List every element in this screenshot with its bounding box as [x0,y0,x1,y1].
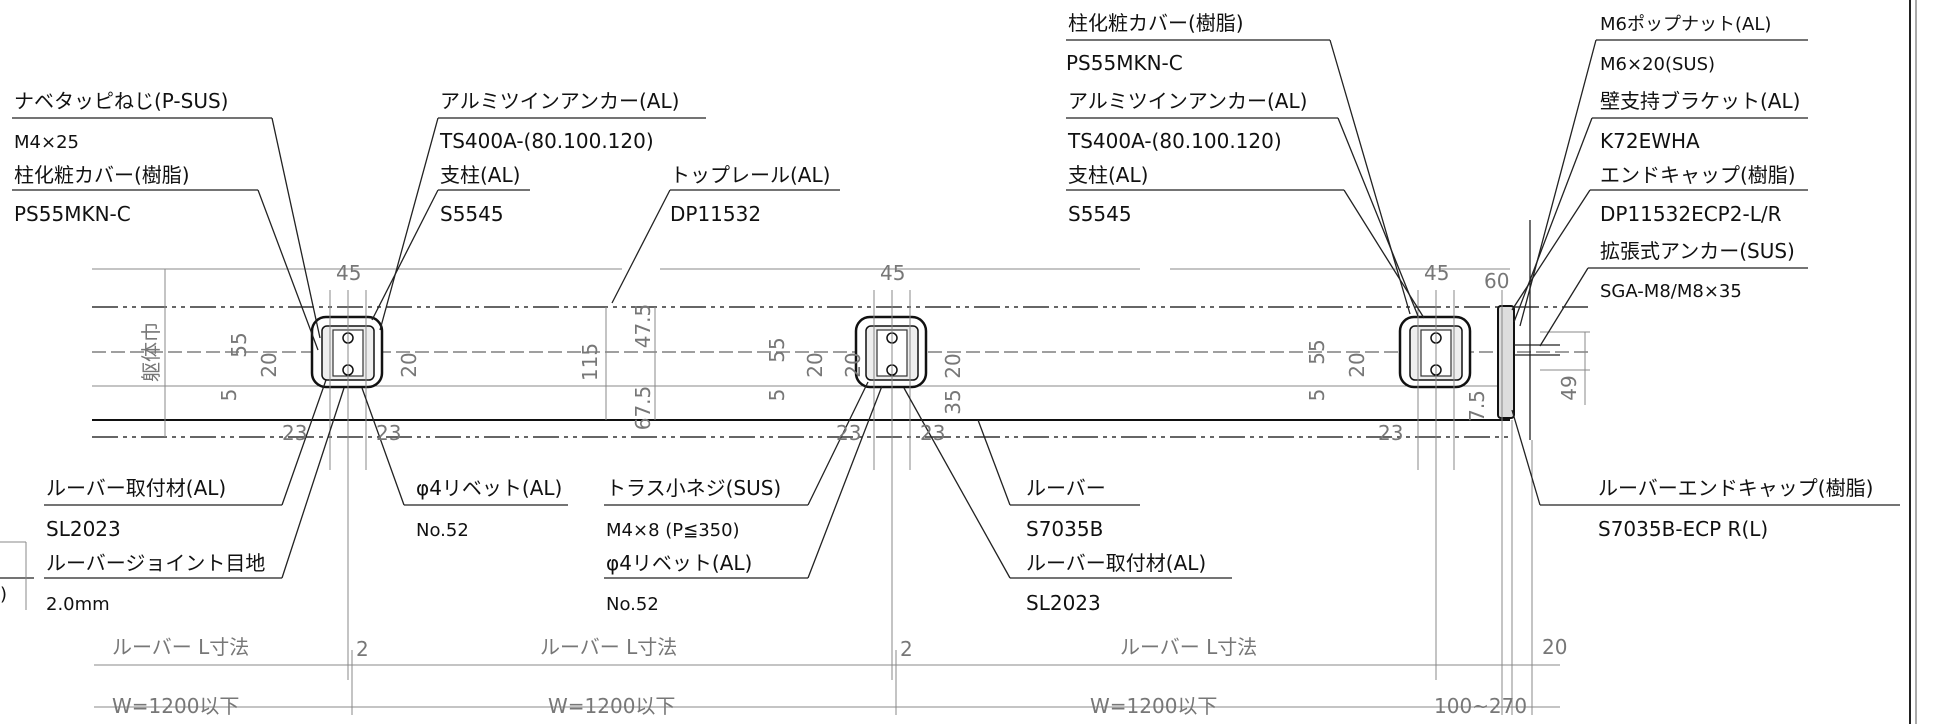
label-post-code-right: S5545 [1068,202,1132,226]
label-louver-mount-middle-code: SL2023 [1026,591,1101,615]
dim-23-left-b: 23 [376,421,401,445]
bottom-length-labels: ルーバー L寸法 ルーバー L寸法 ルーバー L寸法 20 W=1200以下 W… [112,635,1567,718]
dim-55-right: 55 [1305,339,1329,364]
label-louver-joint-spec: 2.0mm [46,594,110,615]
louver-length-3: ルーバー L寸法 [1120,635,1257,659]
label-end-cap: エンドキャップ(樹脂) [1600,163,1796,187]
label-rivet: φ4リベット(AL) [416,476,562,500]
label-louver-mount-code: SL2023 [46,517,121,541]
label-expansion-anchor: 拡張式アンカー(SUS) [1600,239,1795,263]
label-louver-end-cap-code: S7035B-ECP R(L) [1598,517,1768,541]
dim-67-5: 67.5 [631,386,655,431]
dim-20-bottom: 20 [1542,635,1567,659]
label-twin-anchor-code: TS400A-(80.100.120) [439,129,654,153]
label-post: 支柱(AL) [440,163,520,187]
dim-115: 115 [578,343,602,381]
dim-wall-width: 躯体巾 [139,322,163,382]
dim-45-left: 45 [336,261,361,285]
label-rivet-code: No.52 [416,520,469,541]
post-middle [854,290,928,680]
dimension-numbers: 45 45 45 60 23 23 23 23 23 55 20 20 5 11… [139,261,1581,661]
label-louver-mount-middle: ルーバー取付材(AL) [1026,551,1206,575]
label-post-right: 支柱(AL) [1068,163,1148,187]
dim-45-middle: 45 [880,261,905,285]
label-wall-bracket-code: K72EWHA [1600,129,1700,153]
dim-23-left-a: 23 [282,421,307,445]
label-end-cap-code: DP11532ECP2-L/R [1600,202,1782,226]
dim-55-middle: 55 [765,337,789,362]
dim-5-middle: 5 [765,389,789,402]
label-truss-screw-spec: M4×8 (P≦350) [606,520,740,541]
post-left [310,290,384,680]
dim-20-left-a: 20 [257,352,281,377]
label-post-cover-right: 柱化粧カバー(樹脂) [1068,11,1244,35]
dim-35: 35 [941,389,965,414]
dim-60: 60 [1484,269,1509,293]
range-100-270: 100~270 [1434,694,1527,718]
label-pan-screw: ナベタッピねじ(P-SUS) [14,89,228,113]
label-post-cover-code: PS55MKN-C [14,202,131,226]
label-edge-mark: ) [0,584,7,605]
label-twin-anchor: アルミツインアンカー(AL) [440,89,679,113]
label-top-rail: トップレール(AL) [670,163,830,187]
label-rivet-middle-code: No.52 [606,594,659,615]
dim-20-right: 20 [1345,352,1369,377]
post-right [1398,290,1472,680]
dim-45-right: 45 [1424,261,1449,285]
label-post-code: S5545 [440,202,504,226]
width-limit-3: W=1200以下 [1090,694,1217,718]
label-top-rail-code: DP11532 [670,202,761,226]
label-twin-anchor-right: アルミツインアンカー(AL) [1068,89,1307,113]
dim-20-middle-c: 20 [941,353,965,378]
width-limit-1: W=1200以下 [112,694,239,718]
dim-2-middle: 2 [900,637,913,661]
louver-length-2: ルーバー L寸法 [540,635,677,659]
dim-20-left-b: 20 [397,352,421,377]
dim-55-left: 55 [227,332,251,357]
dim-49: 49 [1557,375,1581,400]
dim-7-5: 7.5 [1465,390,1489,422]
dim-23-middle-a: 23 [836,421,861,445]
dim-23-right: 23 [1378,421,1403,445]
dim-23-middle-b: 23 [920,421,945,445]
label-wall-bracket: 壁支持ブラケット(AL) [1600,89,1800,113]
width-limit-2: W=1200以下 [548,694,675,718]
label-louver: ルーバー [1026,476,1106,500]
label-pan-screw-spec: M4×25 [14,132,79,153]
leader-lines [0,39,1900,610]
label-expansion-anchor-spec: SGA-M8/M8×35 [1600,281,1742,302]
dim-5-left: 5 [217,389,241,402]
label-louver-joint: ルーバージョイント目地 [46,551,265,575]
dim-2-left: 2 [356,637,369,661]
dim-20-middle-a: 20 [803,352,827,377]
label-pop-nut-spec: M6×20(SUS) [1600,54,1715,75]
label-louver-end-cap: ルーバーエンドキャップ(樹脂) [1598,476,1873,500]
dim-47-5: 47.5 [631,304,655,349]
label-rivet-middle: φ4リベット(AL) [606,551,752,575]
label-post-cover-code-right: PS55MKN-C [1066,51,1183,75]
label-twin-anchor-code-right: TS400A-(80.100.120) [1067,129,1282,153]
label-pop-nut: M6ポップナット(AL) [1600,14,1771,35]
label-post-cover: 柱化粧カバー(樹脂) [14,163,190,187]
label-louver-code: S7035B [1026,517,1103,541]
bottom-dimension-lines [94,650,1560,715]
dim-20-middle-b: 20 [841,352,865,377]
leader-labels: ナベタッピねじ(P-SUS) M4×25 柱化粧カバー(樹脂) PS55MKN-… [0,11,1873,615]
label-louver-mount: ルーバー取付材(AL) [46,476,226,500]
dim-5-right: 5 [1305,389,1329,402]
wall-bracket [1497,220,1590,715]
label-truss-screw: トラス小ネジ(SUS) [606,476,781,500]
louver-length-1: ルーバー L寸法 [112,635,249,659]
